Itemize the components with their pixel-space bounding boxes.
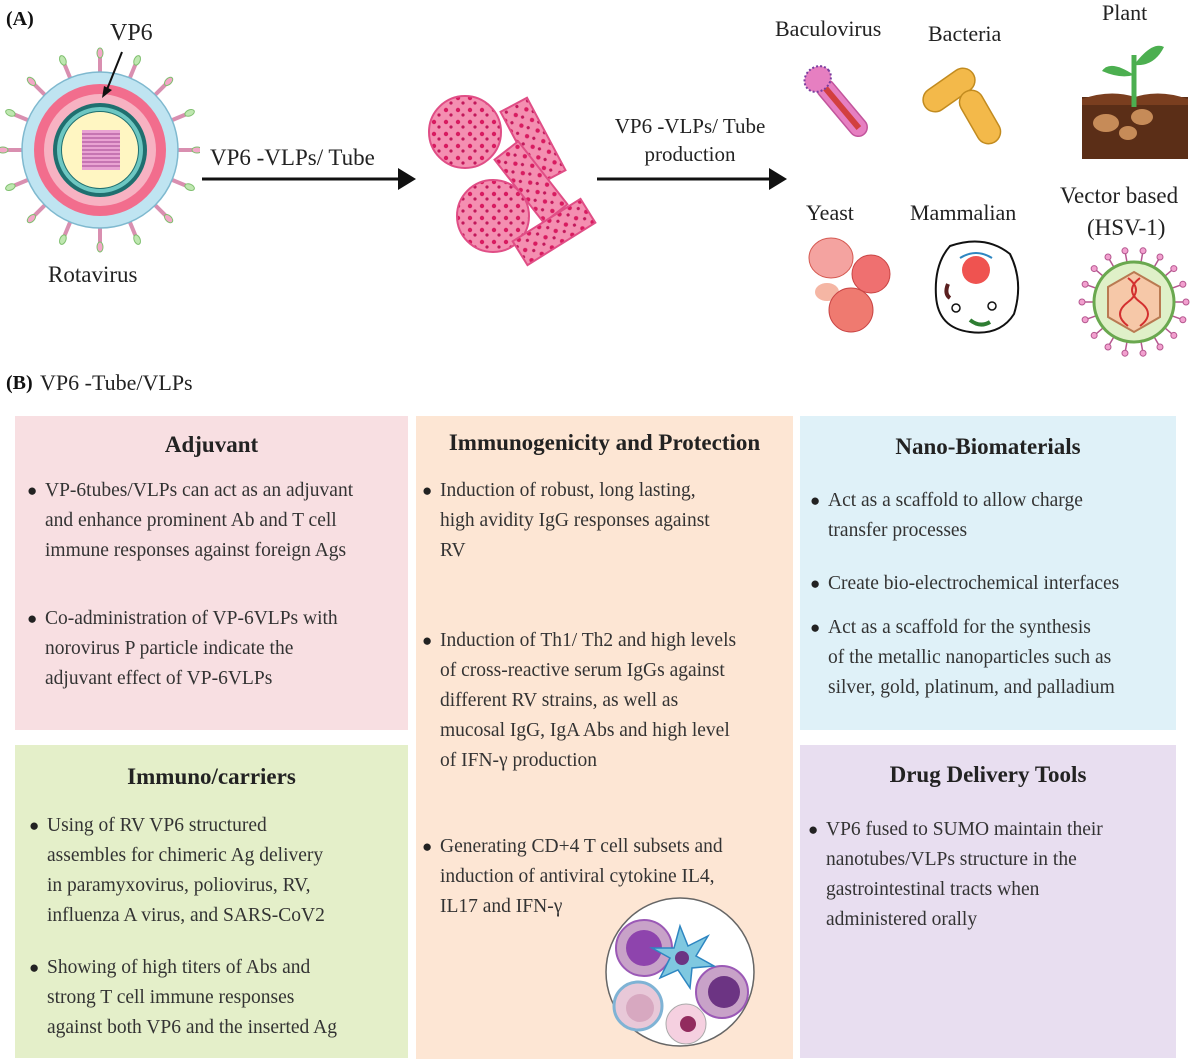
panel-a-tag: (A) — [6, 8, 34, 30]
mammalian-label: Mammalian — [910, 200, 1017, 225]
bullet-line: Induction of Th1/ Th2 and high levels — [440, 630, 737, 651]
bullet-line: norovirus P particle indicate the — [45, 638, 294, 659]
bullet-line: in paramyxovirus, poliovirus, RV, — [47, 875, 311, 896]
bullet-dot-icon: ● — [29, 816, 40, 835]
bacteria-label: Bacteria — [928, 21, 1002, 46]
bullet-line: immune responses against foreign Ags — [45, 540, 347, 561]
plant-label: Plant — [1102, 0, 1148, 25]
bullet-line: adjuvant effect of VP-6VLPs — [45, 668, 273, 689]
arrow2-label-line1: VP6 -VLPs/ Tube — [614, 114, 766, 138]
bullet-line: high avidity IgG responses against — [440, 510, 710, 531]
bullet-dot-icon: ● — [810, 618, 821, 637]
bullet-dot-icon: ● — [422, 481, 433, 500]
baculovirus-label: Baculovirus — [775, 16, 882, 41]
vp6-vlps-tubes-icon — [428, 95, 597, 267]
carriers-bullet-1: ● Using of RV VP6 structured assembles for… — [29, 811, 325, 931]
immunogenicity-bullet-3: ● Generating CD+4 T cell subsets and induc… — [422, 832, 723, 922]
arrow2-label-line2: production — [644, 142, 736, 166]
bullet-line: and enhance prominent Ab and T cell — [45, 510, 337, 531]
vp6-label: VP6 — [110, 20, 153, 46]
immuno-carriers-box: Immuno/carriers ● Using of RV VP6 structu… — [15, 745, 408, 1058]
bullet-line: Co-administration of VP-6VLPs with — [45, 608, 338, 629]
bullet-dot-icon: ● — [808, 820, 819, 839]
yeast-icon — [808, 237, 891, 333]
mammalian-cell-icon — [934, 240, 1020, 334]
bullet-line: VP6 fused to SUMO maintain their — [826, 819, 1103, 840]
bullet-line: administered orally — [826, 909, 978, 930]
bacteria-icon — [922, 67, 1002, 145]
rotavirus-label: Rotavirus — [48, 262, 138, 287]
bullet-line: IL17 and IFN-γ — [440, 896, 563, 917]
bullet-line: mucosal IgG, IgA Abs and high level — [440, 720, 730, 741]
bullet-line: Generating CD+4 T cell subsets and — [440, 836, 723, 857]
rotavirus-icon — [0, 47, 200, 253]
bullet-dot-icon: ● — [422, 631, 433, 650]
carriers-title: Immuno/carriers — [127, 764, 296, 789]
baculovirus-icon — [803, 65, 868, 138]
adjuvant-box: Adjuvant ● VP-6tubes/VLPs can act as an a… — [15, 416, 408, 730]
bullet-dot-icon: ● — [27, 609, 38, 628]
drug-bullet-1: ● VP6 fused to SUMO maintain their nanotub… — [808, 815, 1103, 935]
arrow-right-icon — [202, 168, 416, 190]
immunogenicity-bullet-2: ● Induction of Th1/ Th2 and high levels of… — [422, 626, 737, 776]
bullet-line: Create bio-electrochemical interfaces — [828, 573, 1120, 594]
bullet-line: influenza A virus, and SARS-CoV2 — [47, 905, 325, 926]
drug-delivery-box: Drug Delivery Tools ● VP6 fused to SUMO m… — [800, 745, 1176, 1058]
immunogenicity-box: Immunogenicity and Protection ● Induction… — [416, 416, 793, 1059]
bullet-dot-icon: ● — [422, 837, 433, 856]
carriers-bullet-2: ● Showing of high titers of Abs and strong… — [29, 953, 337, 1043]
hsv1-vector-icon — [1078, 247, 1190, 357]
bullet-line: of IFN-γ production — [440, 750, 598, 771]
bullet-line: gastrointestinal tracts when — [826, 879, 1040, 900]
nano-bullet-2: ● Create bio-electrochemical interfaces — [810, 569, 1120, 599]
bullet-line: transfer processes — [828, 520, 968, 541]
nano-biomaterials-box: Nano-Biomaterials ● Act as a scaffold to … — [800, 416, 1176, 730]
adjuvant-title: Adjuvant — [164, 432, 259, 457]
adjuvant-bullet-2: ● Co-administration of VP-6VLPs with norov… — [27, 604, 338, 694]
bullet-line: silver, gold, platinum, and palladium — [828, 677, 1115, 698]
bullet-line: VP-6tubes/VLPs can act as an adjuvant — [45, 480, 354, 501]
plant-icon — [1082, 45, 1188, 159]
bullet-line: Induction of robust, long lasting, — [440, 480, 696, 501]
arrow-right-icon — [597, 168, 787, 190]
yeast-label: Yeast — [806, 200, 854, 225]
bullet-dot-icon: ● — [810, 574, 821, 593]
immune-cells-icon — [605, 897, 755, 1047]
nano-bullet-1: ● Act as a scaffold to allow charge transf… — [810, 486, 1083, 546]
bullet-line: induction of antiviral cytokine IL4, — [440, 866, 715, 887]
adjuvant-bullet-1: ● VP-6tubes/VLPs can act as an adjuvant an… — [27, 476, 354, 566]
bullet-line: nanotubes/VLPs structure in the — [826, 849, 1077, 870]
nano-title: Nano-Biomaterials — [895, 434, 1081, 459]
bullet-dot-icon: ● — [27, 481, 38, 500]
vector-label-line2: (HSV-1) — [1087, 215, 1166, 240]
bullet-line: of cross-reactive serum IgGs against — [440, 660, 725, 681]
nano-bullet-3: ● Act as a scaffold for the synthesis of t… — [810, 613, 1115, 703]
bullet-line: RV — [440, 540, 466, 561]
bullet-line: Act as a scaffold to allow charge — [828, 490, 1083, 511]
bullet-line: strong T cell immune responses — [47, 987, 295, 1008]
panel-b-tag: (B) — [6, 372, 33, 394]
drug-title: Drug Delivery Tools — [889, 762, 1087, 787]
bullet-dot-icon: ● — [810, 491, 821, 510]
vector-label-line1: Vector based — [1060, 183, 1179, 208]
immunogenicity-title: Immunogenicity and Protection — [448, 430, 761, 455]
bullet-line: Using of RV VP6 structured — [47, 815, 267, 836]
bullet-line: assembles for chimeric Ag delivery — [47, 845, 324, 866]
immunogenicity-bullet-1: ● Induction of robust, long lasting, high … — [422, 476, 710, 566]
bullet-line: Showing of high titers of Abs and — [47, 957, 311, 978]
arrow1-label: VP6 -VLPs/ Tube — [210, 145, 375, 170]
bullet-line: Act as a scaffold for the synthesis — [828, 617, 1091, 638]
bullet-line: of the metallic nanoparticles such as — [828, 647, 1112, 668]
bullet-line: different RV strains, as well as — [440, 690, 679, 711]
bullet-dot-icon: ● — [29, 958, 40, 977]
panel-b-title: VP6 -Tube/VLPs — [40, 370, 193, 395]
bullet-line: against both VP6 and the inserted Ag — [47, 1017, 337, 1038]
